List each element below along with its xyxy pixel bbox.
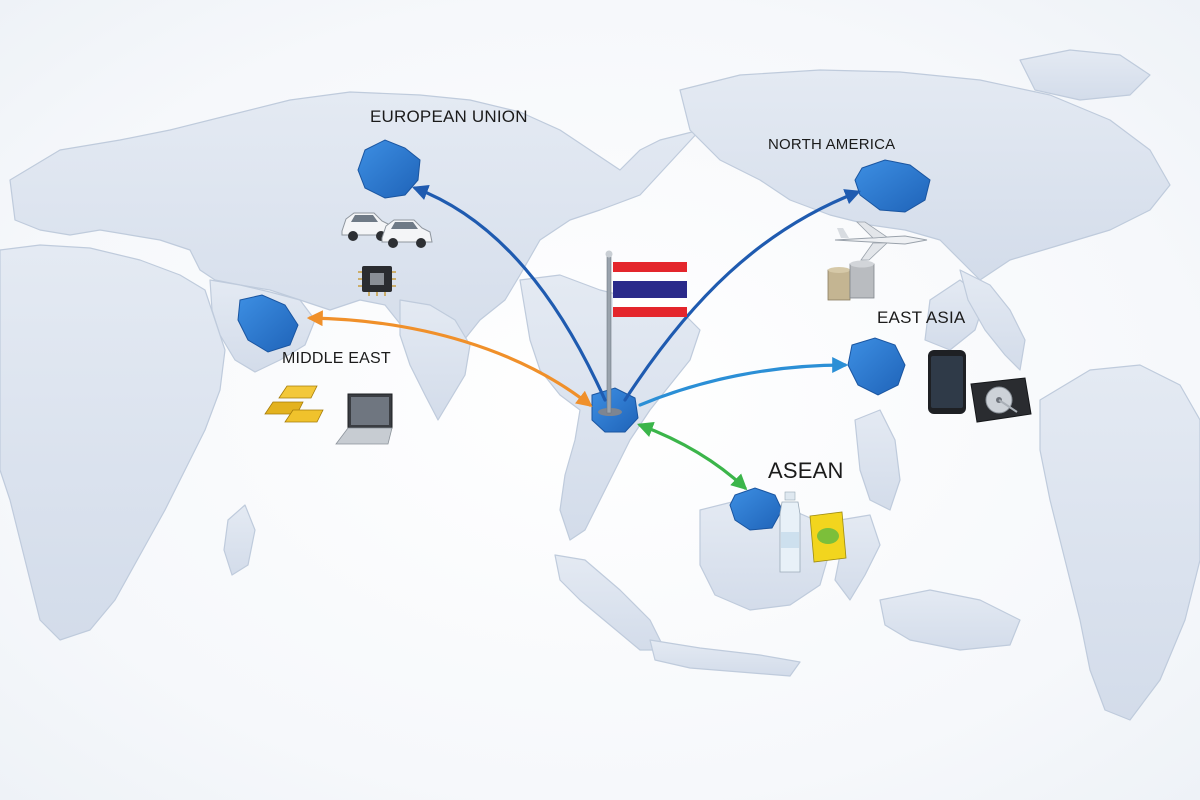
- label-asean: ASEAN: [768, 458, 844, 483]
- arrow-to-ea: [638, 357, 849, 407]
- landmass-north-america: [679, 69, 1171, 281]
- water-bottle-icon: [779, 491, 801, 573]
- flag-finial: [605, 250, 613, 258]
- landmass-java: [649, 639, 801, 677]
- thailand-flag: [598, 250, 687, 416]
- landmass-sumatra: [554, 554, 666, 651]
- trade-arrows: [306, 185, 861, 491]
- label-east-asia: EAST ASIA: [877, 308, 966, 327]
- highlighted-regions: [237, 139, 931, 531]
- laptop-icon: [335, 393, 393, 445]
- flag-stripe-red-bottom: [613, 307, 687, 317]
- label-north-america: NORTH AMERICA: [768, 136, 896, 153]
- arrow-to-me: [306, 310, 593, 407]
- arrow-to-asean: [637, 422, 748, 491]
- landmass-madagascar: [223, 504, 256, 576]
- landmass-africa: [0, 244, 226, 641]
- landmass-arctic-islands: [1019, 49, 1151, 101]
- car-icon: [381, 219, 433, 248]
- smartphone-icon: [928, 350, 966, 414]
- region-asean-shape: [729, 487, 783, 531]
- car-icon: [341, 212, 393, 241]
- airplane-icon: [834, 221, 928, 261]
- snack-pack-icon: [809, 511, 847, 563]
- flag-pole: [606, 254, 612, 414]
- region-ea-shape: [847, 337, 906, 396]
- flag-stripe-blue: [613, 281, 687, 298]
- flag-stripe-red-top: [613, 262, 687, 272]
- landmass-new-guinea: [879, 589, 1021, 651]
- landmass-philippines: [854, 409, 901, 511]
- hard-drive-icon: [970, 377, 1032, 423]
- landmass-south-america: [1039, 364, 1200, 721]
- arrow-to-na: [623, 189, 861, 402]
- microchip-icon: [358, 266, 396, 296]
- label-european-union: EUROPEAN UNION: [370, 107, 528, 126]
- region-eu-shape: [357, 139, 421, 199]
- canned-food-icon: [827, 260, 875, 301]
- landmass-central-america: [959, 269, 1026, 371]
- label-middle-east: MIDDLE EAST: [282, 350, 391, 367]
- region-me-shape: [237, 294, 299, 353]
- flag-stripe-white-top: [613, 272, 687, 281]
- flag-stripe-white-bottom: [613, 298, 687, 307]
- gold-bars-icon: [264, 385, 324, 423]
- region-na-shape: [854, 159, 931, 213]
